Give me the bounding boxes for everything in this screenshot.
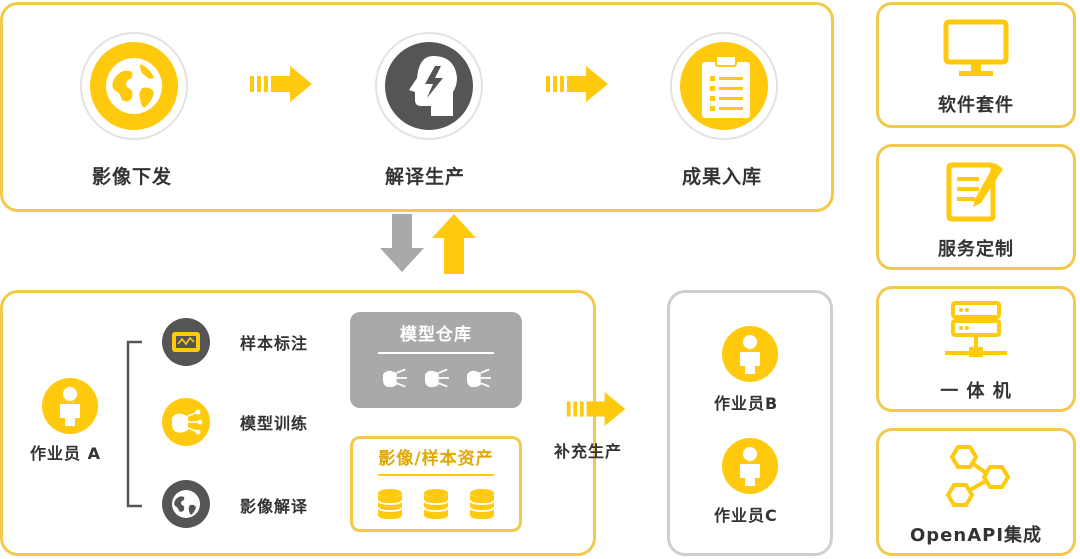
database-icon [377, 489, 403, 519]
hexagon-network-icon [945, 445, 1011, 507]
model-hand-icon [425, 368, 449, 388]
globe-circle [80, 32, 188, 140]
step-store-label: 成果入库 [682, 166, 763, 188]
model-hand-icon [383, 368, 407, 388]
side-card-label: 软件套件 [938, 95, 1014, 116]
head-brain-icon [409, 56, 457, 116]
interpret-circle [162, 480, 210, 528]
brain-circle [375, 32, 483, 140]
divider [378, 352, 494, 354]
step-interpret-label: 解译生产 [385, 166, 466, 188]
clipboard-circle [670, 32, 778, 140]
globe-icon [172, 490, 200, 518]
operator-a-label: 作业员 A [30, 444, 101, 463]
task-interpret-label: 影像解译 [240, 497, 309, 516]
right-arrow-icon [546, 66, 608, 102]
task-training-label: 模型训练 [240, 414, 309, 433]
step-distribute-label: 影像下发 [92, 166, 173, 188]
task-annotation-label: 样本标注 [240, 334, 309, 353]
tablet-annotate-icon [172, 332, 200, 352]
divider [378, 474, 494, 476]
clipboard-icon [702, 55, 750, 118]
side-card-label: 服务定制 [938, 239, 1014, 260]
side-card-openapi: OpenAPI集成 [876, 428, 1076, 556]
person-icon [740, 447, 760, 486]
person-icon [60, 387, 80, 426]
asset-title: 影像/样本资产 [378, 449, 494, 469]
model-hand-icon [467, 368, 491, 388]
training-circle [162, 398, 210, 446]
database-icon [469, 489, 495, 519]
server-icon [945, 301, 1007, 357]
monitor-icon [943, 19, 1009, 76]
annotation-circle [162, 318, 210, 366]
operator-b-label: 作业员B [714, 394, 779, 413]
operator-a-avatar [42, 378, 98, 434]
side-card-software: 软件套件 [876, 2, 1076, 128]
side-card-appliance: 一 体 机 [876, 286, 1076, 412]
operator-c-label: 作业员C [714, 506, 778, 525]
right-arrow-icon [250, 66, 312, 102]
operators-bc-panel [667, 290, 833, 556]
down-arrow-icon [380, 214, 424, 272]
side-card-label: 一 体 机 [940, 381, 1012, 402]
side-card-service: 服务定制 [876, 144, 1076, 270]
model-repo-title: 模型仓库 [400, 325, 472, 345]
database-icon [423, 489, 449, 519]
document-pen-icon [946, 162, 1003, 222]
person-icon [740, 335, 760, 374]
right-arrow-icon [566, 392, 626, 426]
bracket [126, 340, 142, 508]
up-arrow-icon [432, 214, 476, 274]
supplement-label: 补充生产 [554, 442, 623, 461]
operator-b-avatar [722, 326, 778, 382]
globe-icon [106, 58, 162, 114]
hand-network-icon [172, 409, 202, 435]
operator-c-avatar [722, 438, 778, 494]
side-card-label: OpenAPI集成 [909, 525, 1043, 546]
model-repo-box [350, 312, 522, 408]
